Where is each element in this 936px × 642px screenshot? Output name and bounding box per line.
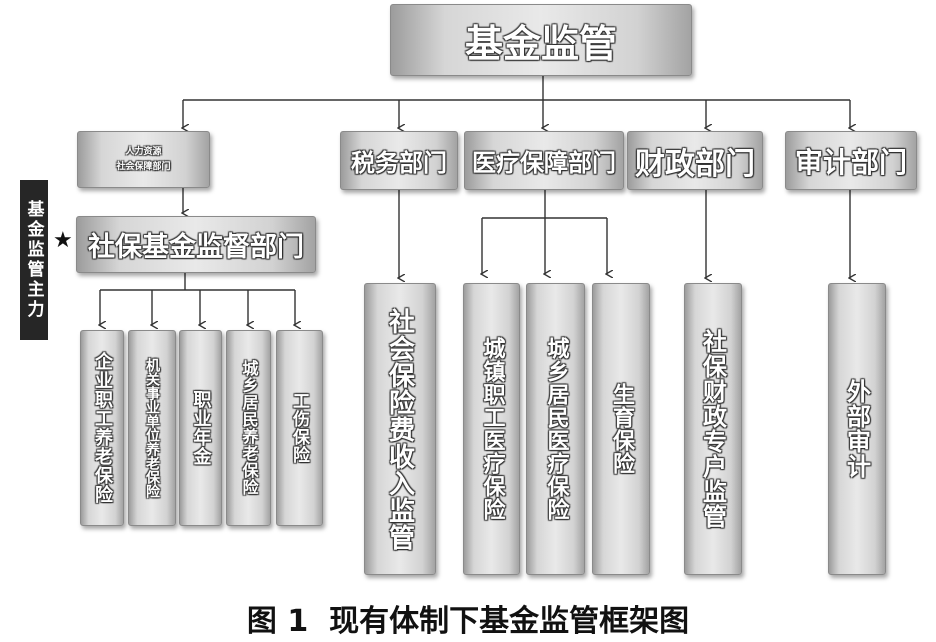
star-icon: ★ (53, 228, 73, 253)
medical-dept-node: 医疗保障部门 (464, 131, 624, 190)
finance-dept-label: 财政部门 (635, 146, 755, 182)
maternity-insurance-label: 生育保险 (609, 383, 634, 475)
medical-employees-label: 城镇职工医疗保险 (479, 337, 505, 521)
fund-supervision-label: 社保基金监督部门 (88, 232, 304, 263)
tax-dept-label: 税务部门 (351, 149, 447, 177)
tax-revenue-supervision-label: 社会保险费收入监管 (384, 307, 415, 551)
figure-caption: 图 1 现有体制下基金监管框架图 (246, 604, 690, 639)
work-injury-label: 工伤保险 (289, 392, 309, 464)
finance-account-supervision-node: 社保财政专户监管 (684, 283, 742, 575)
pension-residents-label: 城乡居民养老保险 (239, 360, 259, 496)
hrss-label-line-2: 社会保障部门 (116, 161, 171, 172)
pension-institution-label: 机关事业单位养老保险 (144, 358, 160, 498)
finance-account-supervision-label: 社保财政专户监管 (698, 329, 727, 529)
external-audit-node: 外部审计 (828, 283, 886, 575)
medical-dept-label: 医疗保障部门 (472, 149, 616, 177)
occupational-annuity-label: 职业年金 (190, 390, 212, 466)
external-audit-label: 外部审计 (842, 379, 871, 479)
pension-enterprise-node: 企业职工养老保险 (80, 330, 124, 526)
tax-revenue-supervision-node: 社会保险费收入监管 (364, 283, 436, 575)
fund-supervision-node: 社保基金监督部门 (76, 216, 316, 273)
hrss-node: 人力资源 社会保障部门 (77, 131, 210, 188)
medical-residents-label: 城乡居民医疗保险 (543, 337, 569, 521)
audit-dept-label: 审计部门 (794, 145, 907, 179)
audit-dept-node: 审计部门 (785, 131, 917, 190)
pension-institution-node: 机关事业单位养老保险 (128, 330, 176, 526)
work-injury-node: 工伤保险 (276, 330, 323, 526)
finance-dept-node: 财政部门 (627, 131, 763, 190)
medical-employees-node: 城镇职工医疗保险 (463, 283, 520, 575)
hrss-label-line-1: 人力资源 (125, 146, 162, 157)
medical-residents-node: 城乡居民医疗保险 (526, 283, 585, 575)
main-force-label-box: 基金监管主力 (20, 180, 48, 340)
maternity-insurance-node: 生育保险 (592, 283, 650, 575)
occupational-annuity-node: 职业年金 (179, 330, 222, 526)
tax-dept-node: 税务部门 (340, 131, 458, 190)
pension-enterprise-label: 企业职工养老保险 (92, 352, 113, 504)
root-node: 基金监管 (390, 4, 692, 76)
pension-residents-node: 城乡居民养老保险 (226, 330, 271, 526)
root-label: 基金监管 (464, 21, 617, 66)
main-force-label: 基金监管主力 (23, 200, 44, 320)
